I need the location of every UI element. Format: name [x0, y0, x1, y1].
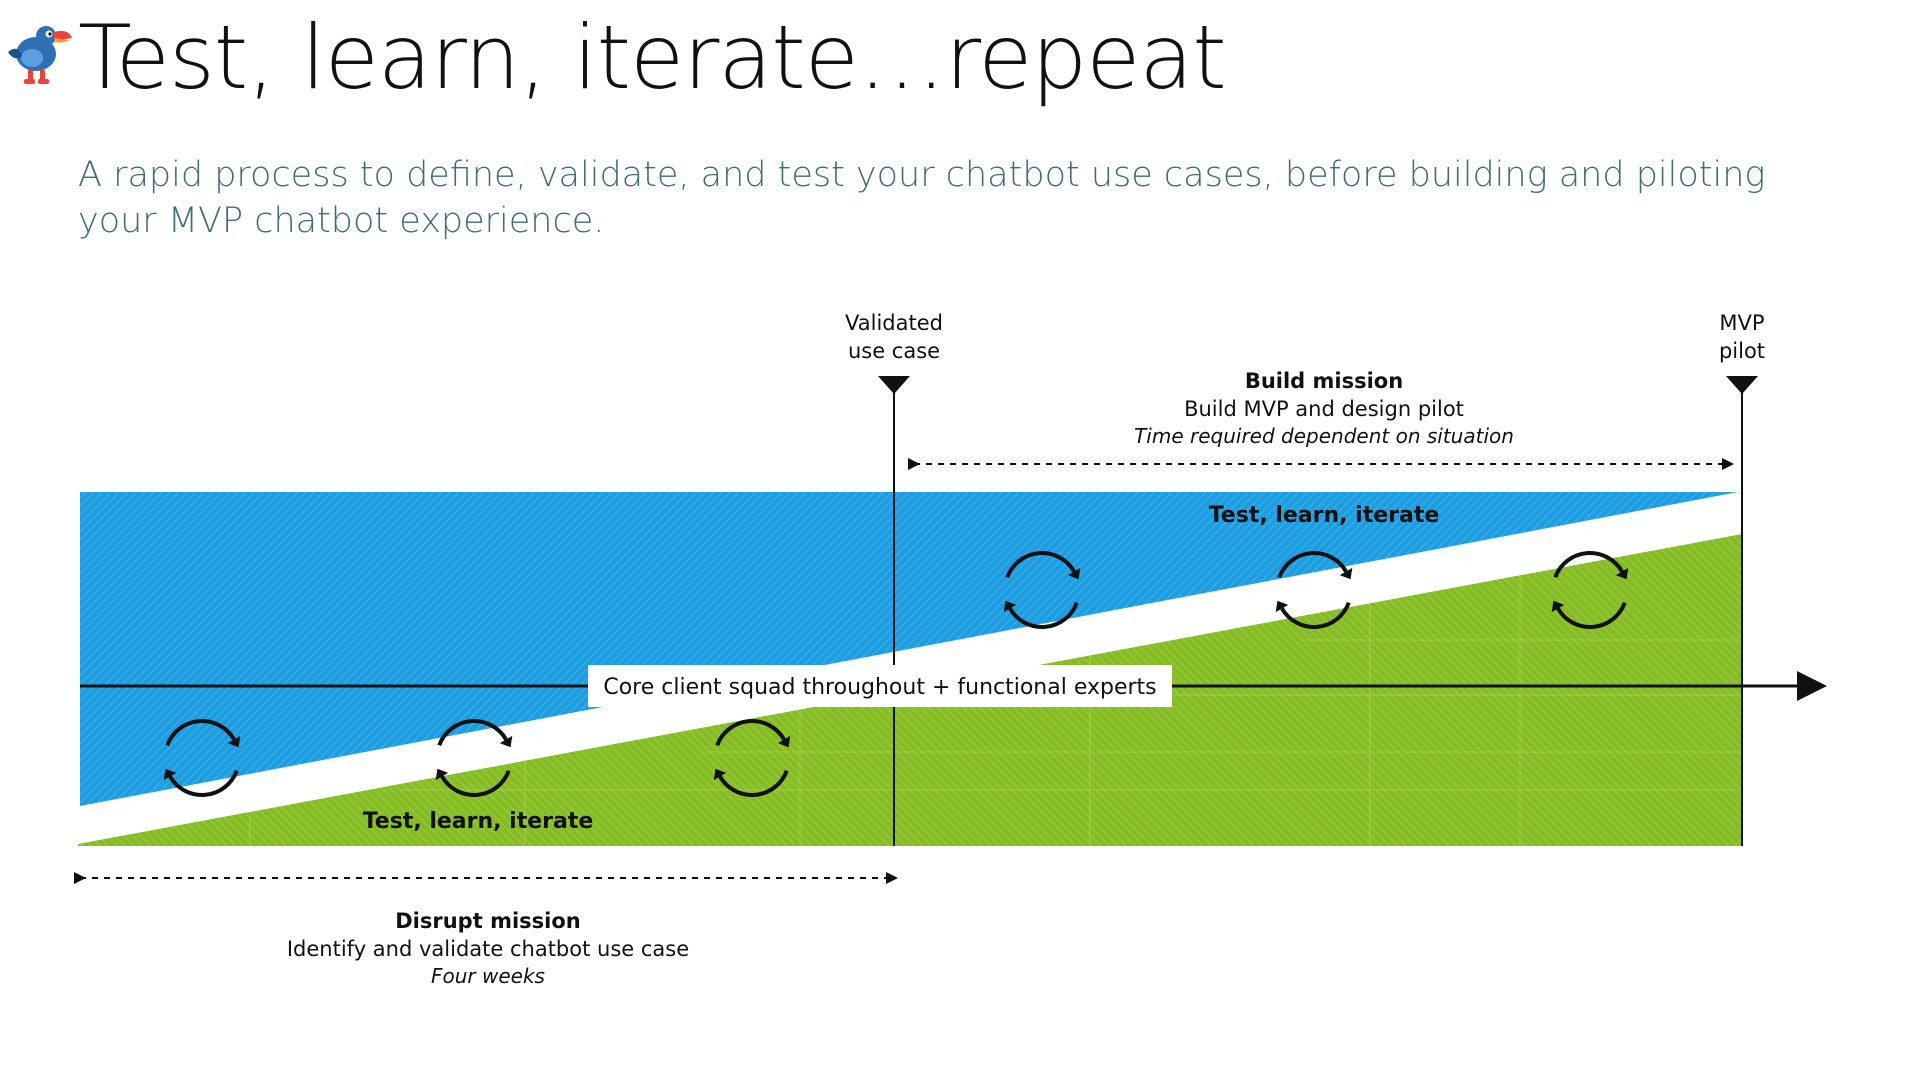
- disrupt-mission-title: Disrupt mission: [395, 909, 580, 933]
- disrupt-mission-description: Identify and validate chatbot use case: [287, 937, 689, 961]
- core-label: Core client squad throughout + functiona…: [603, 675, 1156, 700]
- milestone-validated-line1: Validated: [845, 311, 943, 335]
- mascot-icon: [8, 26, 72, 84]
- core-label-box: [588, 665, 1172, 707]
- build-mission-description: Build MVP and design pilot: [1184, 397, 1464, 421]
- milestone-mvp-line1: MVP: [1719, 311, 1764, 335]
- page-subtitle: A rapid process to define, validate, and…: [78, 155, 1766, 241]
- refresh-cycle-icon: [1275, 551, 1353, 629]
- refresh-cycle-icon: [713, 719, 791, 797]
- page-title: Test, learn, iterate…repeat: [78, 6, 1227, 109]
- cycle-label-top: Test, learn, iterate: [1209, 503, 1440, 528]
- triangle-down-icon: [878, 376, 910, 394]
- refresh-cycle-icon: [435, 719, 513, 797]
- build-mission-duration: Time required dependent on situation: [1134, 424, 1514, 448]
- triangle-down-icon: [1726, 376, 1758, 394]
- build-mission-title: Build mission: [1245, 369, 1403, 393]
- refresh-cycle-icon: [163, 719, 241, 797]
- refresh-cycle-icon: [1003, 551, 1081, 629]
- milestone-validated-line2: use case: [848, 339, 940, 363]
- refresh-cycle-icon: [1551, 551, 1629, 629]
- milestone-mvp-line2: pilot: [1719, 339, 1765, 363]
- disrupt-mission-duration: Four weeks: [431, 964, 545, 988]
- cycle-label-bottom: Test, learn, iterate: [363, 809, 594, 834]
